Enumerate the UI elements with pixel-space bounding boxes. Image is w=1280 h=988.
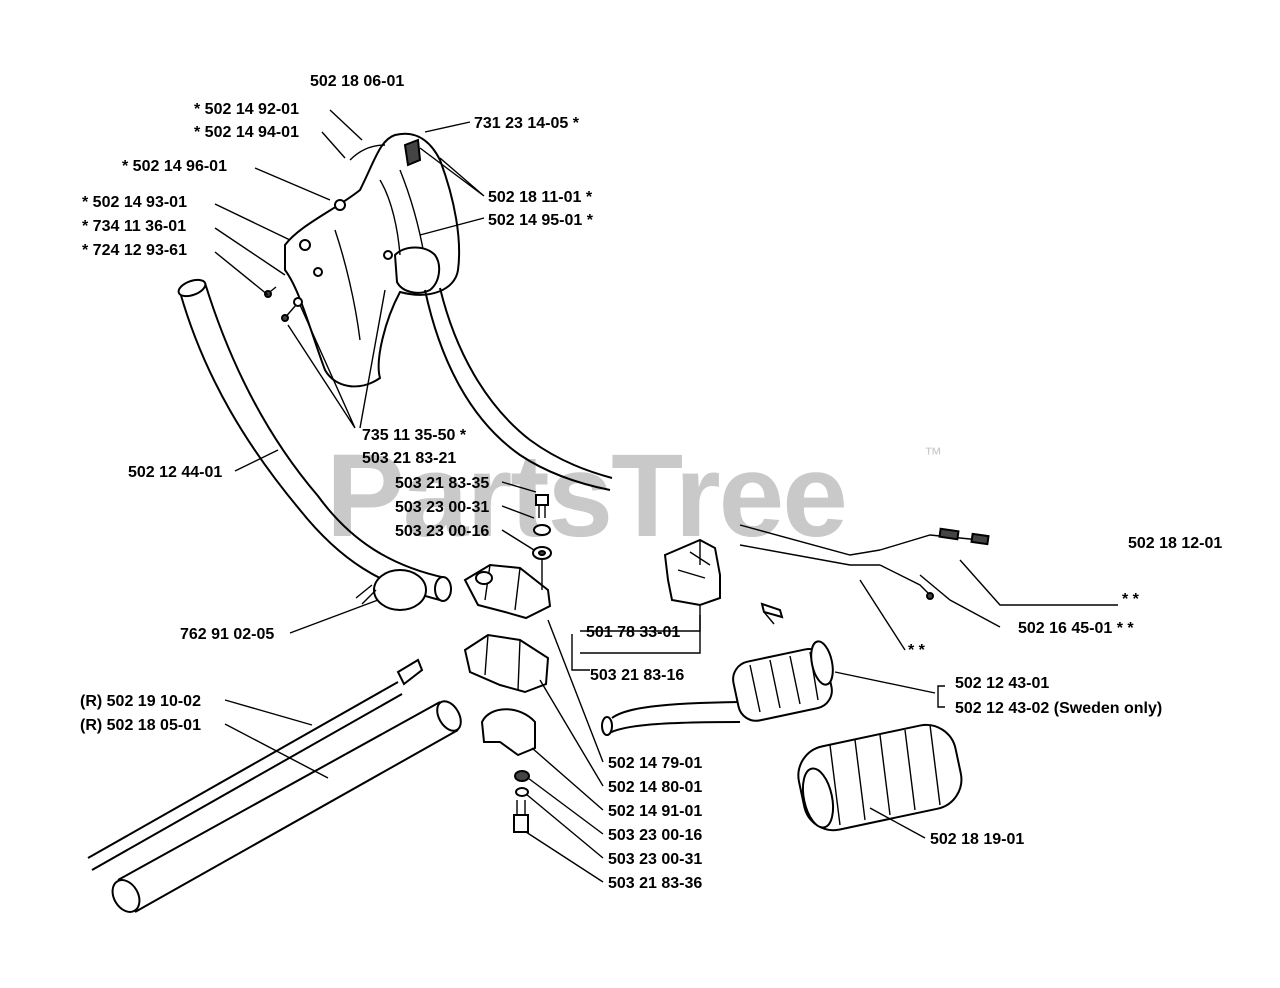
part-label: (R) 502 19 10-02 <box>80 693 201 710</box>
part-label: 502 12 43-02 (Sweden only) <box>955 700 1162 717</box>
bottom-nut-washers-bolt <box>513 770 530 833</box>
cable-harness <box>739 524 990 600</box>
part-label: 502 14 79-01 <box>608 755 702 772</box>
part-label: 503 23 00-16 <box>395 523 489 540</box>
throttle-cable <box>424 287 613 491</box>
part-label: 502 12 44-01 <box>128 464 222 481</box>
leader-lines <box>214 109 1118 883</box>
part-label: 502 18 12-01 <box>1128 535 1222 552</box>
part-labels: 502 18 06-01 * 502 14 92-01 * 502 14 94-… <box>80 73 1222 892</box>
part-label: 502 14 91-01 <box>608 803 702 820</box>
throttle-handle-housing <box>284 132 461 388</box>
clamp-half <box>480 708 536 757</box>
drive-shaft <box>87 658 424 871</box>
part-label: 502 18 11-01 * <box>488 189 593 206</box>
handle-grip <box>797 723 963 832</box>
part-label: 731 23 14-05 * <box>474 115 580 132</box>
part-label: * * <box>1122 591 1140 608</box>
part-label: * 502 14 93-01 <box>82 194 187 211</box>
part-label: 503 23 00-31 <box>395 499 489 516</box>
part-label: 502 12 43-01 <box>955 675 1049 692</box>
watermark-brand: PartsTree <box>326 430 846 562</box>
part-label: * 724 12 93-61 <box>82 242 187 259</box>
part-label: * 502 14 94-01 <box>194 124 299 141</box>
part-label: 502 14 80-01 <box>608 779 702 796</box>
shaft-tube <box>111 700 462 913</box>
part-label: 503 21 83-16 <box>590 667 684 684</box>
clamp-bolt-washers <box>532 494 552 590</box>
housing-screws <box>264 286 303 322</box>
right-handle-tube <box>601 640 834 736</box>
part-label: * 734 11 36-01 <box>82 218 186 235</box>
part-label: 502 18 19-01 <box>930 831 1024 848</box>
watermark-trademark: ™ <box>924 444 942 464</box>
part-label: 503 23 00-31 <box>608 851 702 868</box>
part-label: * * <box>908 642 926 659</box>
cable-tie <box>355 569 427 611</box>
part-label: 503 21 83-21 <box>362 450 456 467</box>
part-label: 502 16 45-01 * * <box>1018 620 1134 637</box>
part-label: 502 18 06-01 <box>310 73 404 90</box>
handle-clamp-bracket <box>663 538 784 625</box>
part-label: 501 78 33-01 <box>586 624 680 641</box>
part-label: * 502 14 96-01 <box>122 158 227 175</box>
part-label: 503 23 00-16 <box>608 827 702 844</box>
part-label: 735 11 35-50 * <box>362 427 467 444</box>
part-label: 503 21 83-36 <box>608 875 702 892</box>
part-label: 762 91 02-05 <box>180 626 274 643</box>
part-label: * 502 14 92-01 <box>194 101 299 118</box>
part-label: 502 14 95-01 * <box>488 212 594 229</box>
upper-clamp <box>463 563 552 620</box>
part-label: (R) 502 18 05-01 <box>80 717 201 734</box>
part-label: 503 21 83-35 <box>395 475 489 492</box>
lower-clamp <box>463 633 550 694</box>
